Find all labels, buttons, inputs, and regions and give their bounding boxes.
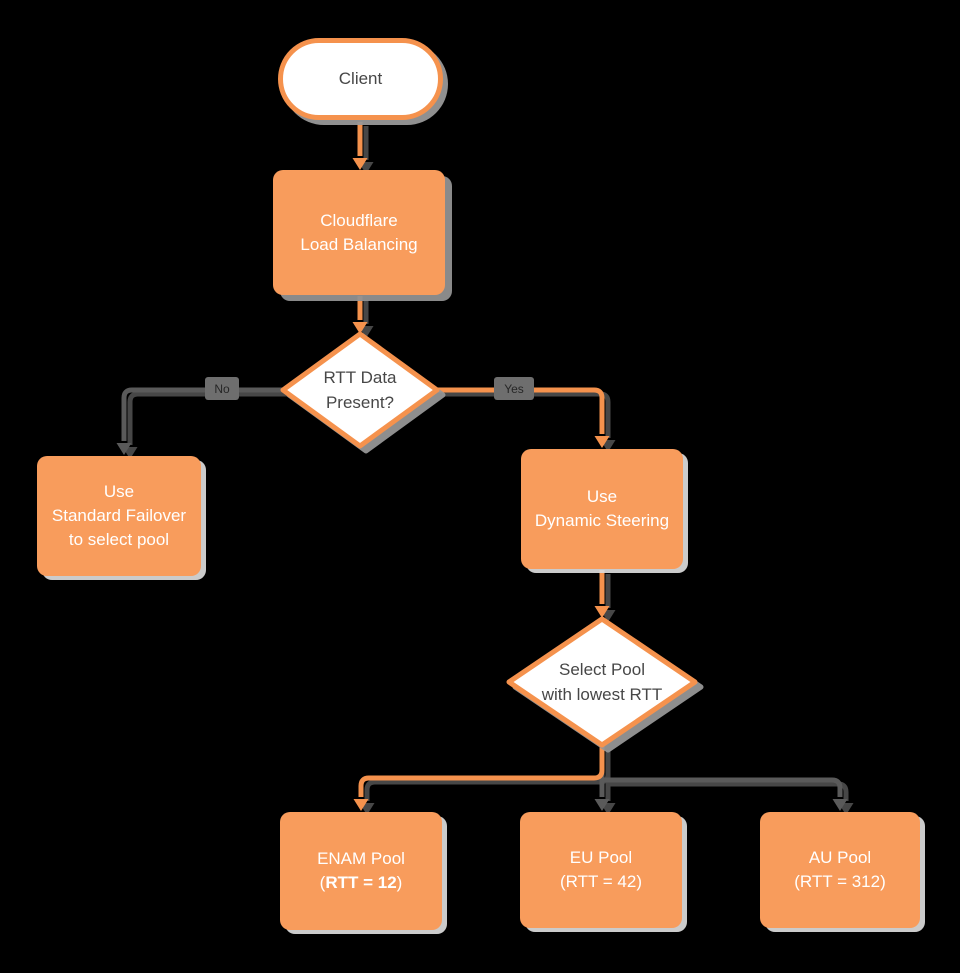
eu-pool-node: EU Pool (RTT = 42) bbox=[520, 812, 682, 928]
edge-label-no: No bbox=[205, 377, 239, 400]
au-pool-line1: AU Pool bbox=[808, 848, 872, 867]
au-pool-node: AU Pool (RTT = 312) bbox=[760, 812, 920, 928]
edge-ds-to-select-arrowhead-icon bbox=[594, 606, 610, 618]
edge-select-eu-arrowhead-icon bbox=[594, 799, 610, 811]
rtt-decision-label: RTT Data Present? bbox=[283, 358, 437, 422]
standard-failover-line1: Use bbox=[103, 482, 135, 501]
load-balancer-text: Cloudflare Load Balancing bbox=[300, 209, 417, 257]
edge-client-to-lb-arrowhead-icon bbox=[352, 158, 368, 170]
enam-pool-text: ENAM Pool (RTT = 12) bbox=[317, 847, 405, 895]
select-pool-diamond bbox=[506, 616, 698, 748]
load-balancer-line1: Cloudflare bbox=[320, 210, 398, 230]
dynamic-steering-text: Use Dynamic Steering bbox=[535, 485, 669, 533]
edge-rtt-yes-connector bbox=[436, 387, 610, 448]
eu-pool-line2: (RTT = 42) bbox=[559, 872, 643, 891]
enam-pool-node: ENAM Pool (RTT = 12) bbox=[280, 812, 442, 930]
load-balancer-line2: Load Balancing bbox=[300, 234, 418, 254]
rtt-decision-line1: RTT Data bbox=[323, 368, 397, 387]
au-pool-line2: (RTT = 312) bbox=[794, 872, 886, 891]
edge-client-to-lb-connector bbox=[352, 122, 368, 170]
edge-select-enam-arrowhead-icon bbox=[353, 799, 369, 811]
edge-select-enam-line bbox=[358, 746, 605, 797]
edge-label-yes-text: Yes bbox=[504, 381, 524, 396]
edge-select-au-connector bbox=[602, 777, 848, 811]
rtt-decision-diamond bbox=[280, 331, 440, 449]
enam-rtt-value: RTT = 12 bbox=[325, 873, 397, 892]
edge-select-enam-connector bbox=[353, 746, 605, 811]
edge-rtt-yes-arrowhead-icon bbox=[594, 436, 610, 448]
edge-select-au-arrowhead-icon bbox=[832, 799, 848, 811]
eu-pool-line1: EU Pool bbox=[569, 848, 633, 867]
edge-rtt-yes-line bbox=[436, 387, 605, 434]
enam-pool-line1: ENAM Pool bbox=[317, 849, 405, 868]
eu-pool-text: EU Pool (RTT = 42) bbox=[560, 846, 642, 894]
edge-rtt-no-arrowhead-icon bbox=[116, 443, 132, 455]
enam-pool-line2: (RTT = 12) bbox=[317, 871, 405, 895]
edge-rtt-no-connector bbox=[116, 387, 285, 455]
load-balancer-node: Cloudflare Load Balancing bbox=[273, 170, 445, 295]
standard-failover-line3: to select pool bbox=[68, 530, 170, 549]
standard-failover-text: Use Standard Failover to select pool bbox=[52, 480, 186, 552]
select-pool-line2: with lowest RTT bbox=[541, 685, 663, 704]
edge-ds-to-select-connector bbox=[594, 570, 610, 618]
au-pool-text: AU Pool (RTT = 312) bbox=[794, 846, 886, 894]
enam-rtt-suffix: ) bbox=[396, 873, 403, 892]
standard-failover-line2: Standard Failover bbox=[51, 506, 187, 525]
rtt-decision-line2: Present? bbox=[325, 393, 395, 412]
edge-label-yes: Yes bbox=[494, 377, 534, 400]
edge-lb-to-rtt-arrowhead-icon bbox=[352, 322, 368, 334]
dynamic-steering-node: Use Dynamic Steering bbox=[521, 449, 683, 569]
standard-failover-node: Use Standard Failover to select pool bbox=[37, 456, 201, 576]
enam-rtt-prefix: ( bbox=[319, 873, 326, 892]
select-pool-label: Select Pool with lowest RTT bbox=[509, 650, 695, 714]
client-label: Client bbox=[338, 69, 383, 88]
edge-lb-to-rtt-connector bbox=[352, 296, 368, 334]
client-node: Client bbox=[278, 38, 443, 120]
dynamic-steering-line1: Use bbox=[586, 487, 618, 506]
edge-rtt-no-line bbox=[121, 387, 285, 441]
edge-label-no-text: No bbox=[214, 381, 230, 396]
edge-select-au-line bbox=[602, 777, 843, 797]
dynamic-steering-line2: Dynamic Steering bbox=[534, 511, 670, 530]
select-pool-line1: Select Pool bbox=[559, 660, 645, 679]
